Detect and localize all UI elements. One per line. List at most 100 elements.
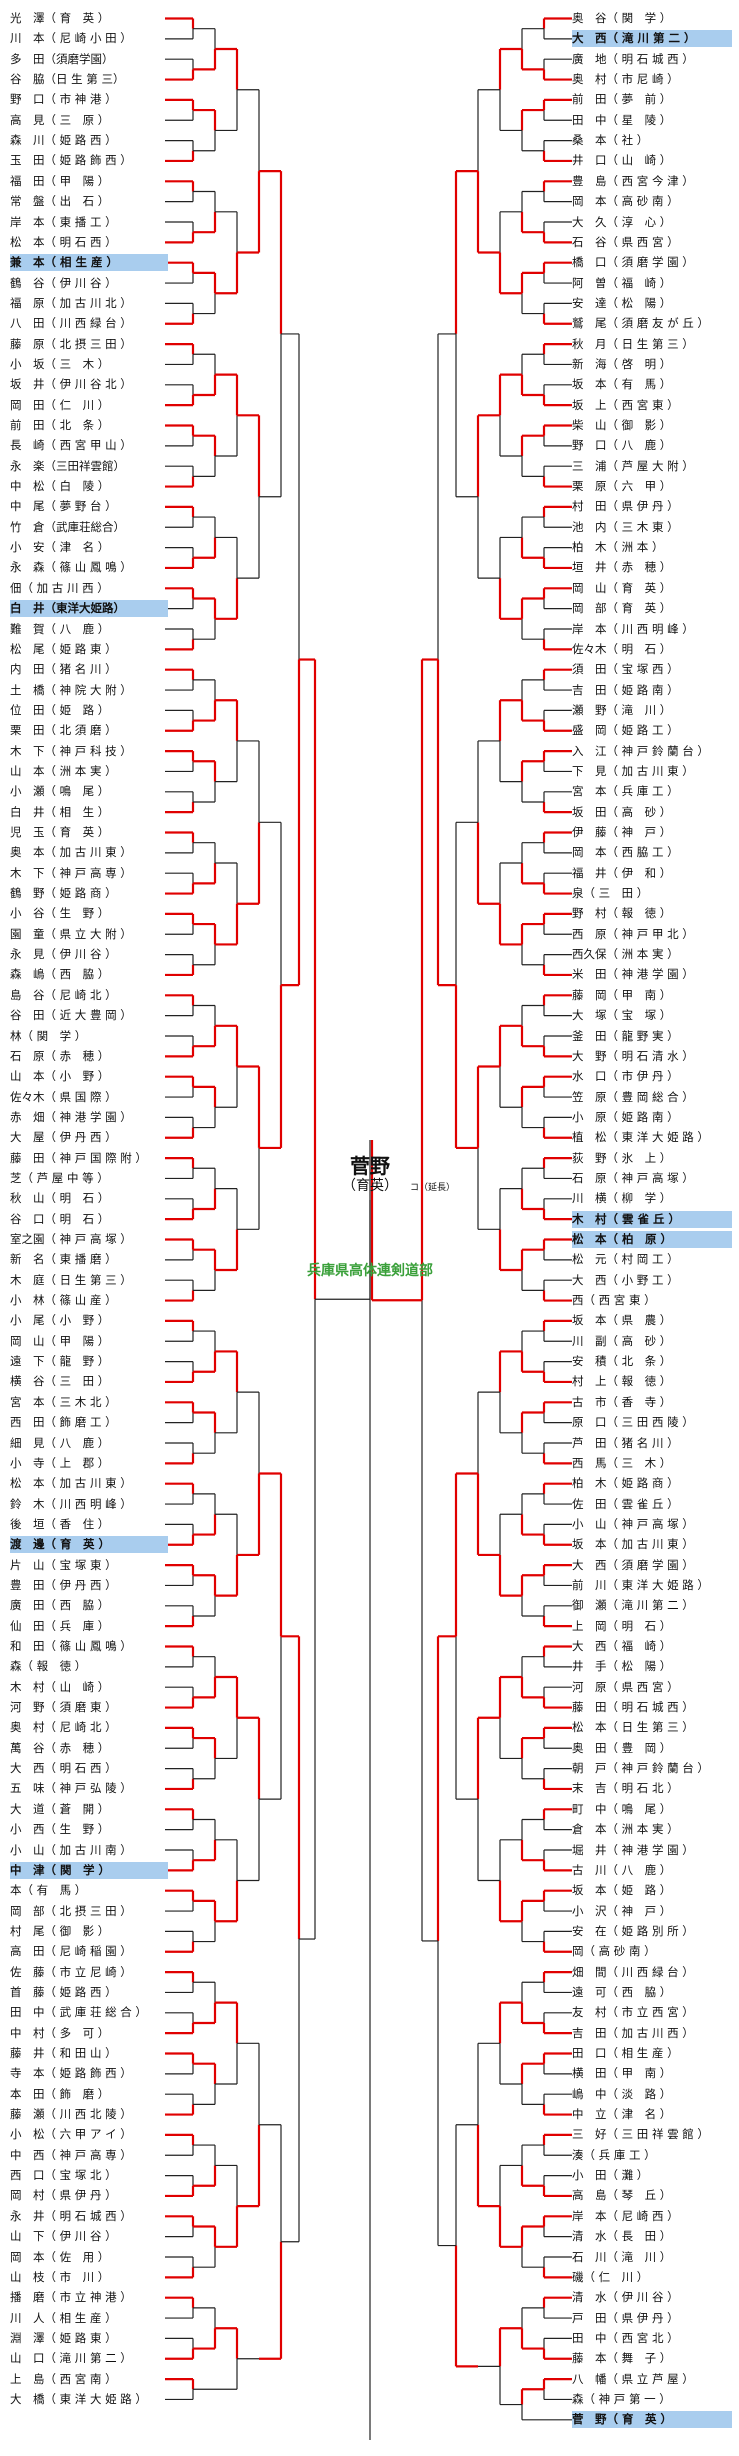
right-entry: 西 馬（ 三 木 ） [572,1455,732,1472]
left-entry: 白 井（東洋大姫路） [10,600,168,618]
player-name: 兼 本 [10,255,45,270]
left-entry: 松 本（ 加 古 川 東 ） [10,1475,168,1492]
left-entry: 多 田（須磨学園） [10,51,168,68]
right-entry: 佐々木（ 明 石 ） [572,641,732,658]
school-name: （ 尼 崎 西 ） [606,2208,679,2223]
left-entry: 木 村（ 山 崎 ） [10,1679,168,1696]
left-entry: 和 田（ 篠 山 鳳 鳴 ） [10,1638,168,1655]
left-entry: 河 野（ 須 磨 東 ） [10,1699,168,1716]
left-entry: 藤 田（ 神 戸 国 際 附 ） [10,1150,168,1167]
right-entry: 原 口（ 三 田 西 陵 ） [572,1414,732,1431]
left-entry: 小 寺（ 上 郡 ） [10,1455,168,1472]
school-name: （ 三 木 東 ） [606,519,679,534]
school-name: （ 兵 庫 工 ） [583,2147,656,2162]
player-name: 大 塚 [572,1008,607,1023]
right-entry: 大 塚（ 宝 塚 ） [572,1007,732,1024]
school-name: （ 夢 野 台 ） [44,499,117,514]
player-name: 遠 可 [572,1984,607,1999]
player-name: 藤 岡 [572,987,607,1002]
school-name: （ 西 脇 工 ） [606,845,679,860]
school-name: （ 和 田 山 ） [44,2046,117,2060]
right-entry: 秋 月（ 日 生 第 三 ） [572,336,732,353]
player-name: 町 中 [572,1801,607,1816]
player-name: 岡 本 [10,2249,45,2264]
right-entry: 岡 本（ 西 脇 工 ） [572,844,732,861]
school-name: （ 三 木 ） [44,356,110,371]
player-name: 鶴 野 [10,886,45,901]
player-name: 中 西 [10,2147,45,2162]
right-entry: 廣 地（ 明 石 城 西 ） [572,51,732,68]
left-entry: 岸 本（ 東 播 工 ） [10,214,168,231]
right-entry: 中 立（ 津 名 ） [572,2106,732,2123]
school-name: （ 津 名 ） [606,2107,672,2122]
right-entry: 高 島（ 琴 丘 ） [572,2187,732,2204]
right-entry: 柏 木（ 洲 本 ） [572,539,732,556]
school-name: （ 淡 路 ） [606,2086,672,2101]
school-name: （ 神 戸 ） [606,825,672,839]
school-name: （ 松 陽 ） [606,295,672,310]
school-name: （ 神 戸 鈴 蘭 台 ） [606,1761,709,1776]
right-entry: 吉 田（ 姫 路 南 ） [572,682,732,699]
player-name: 永 森 [10,560,45,575]
player-name: 湊 [572,2147,584,2162]
player-name: 永 見 [10,947,45,962]
left-entry: 中 尾（ 夢 野 台 ） [10,498,168,515]
player-name: 岸 本 [572,621,607,636]
player-name: 児 玉 [10,825,45,839]
right-entry: 鷲 尾（ 須 磨 友 が 丘 ） [572,315,732,332]
left-entry: 中 津（ 関 学 ） [10,1861,168,1879]
school-name: （ 加 古 川 東 ） [44,1476,132,1491]
left-entry: 仙 田（ 兵 庫 ） [10,1618,168,1635]
left-entry: 玉 田（ 姫 路 飾 西 ） [10,152,168,169]
player-name: 林 [10,1028,22,1043]
player-name: 渡 邊 [10,1537,45,1552]
right-entry: 井 口（ 山 崎 ） [572,152,732,169]
school-name: （ 尼 崎 北 ） [44,987,117,1002]
left-entry: 淵 澤（ 姫 路 東 ） [10,2330,168,2347]
right-entry: 村 上（ 報 徳 ） [572,1373,732,1390]
player-name: 田 口 [572,2046,607,2060]
school-name: （ 姫 路 東 ） [44,641,117,656]
right-entry: 橋 口（ 須 磨 学 園 ） [572,254,732,271]
school-name: （ 松 陽 ） [606,1659,672,1674]
school-name: （ 報 徳 ） [606,1374,672,1389]
left-entry: 木 下（ 神 戸 科 技 ） [10,743,168,760]
player-name: 菅 野 [572,2412,607,2427]
left-entry: 谷 田（ 近 大 豊 岡 ） [10,1007,168,1024]
left-entry: 土 橋（ 神 院 大 附 ） [10,682,168,699]
left-entry: 五 味（ 神 戸 弘 陵 ） [10,1780,168,1797]
left-entry: 佃（ 加 古 川 西 ） [10,580,168,597]
player-name: 松 本 [572,1232,607,1246]
player-name: 永 井 [10,2208,45,2223]
player-name: 岡 村 [10,2188,45,2203]
left-entry: 高 田（ 尼 崎 稲 園 ） [10,1943,168,1960]
left-entry: 福 原（ 加 古 川 北 ） [10,295,168,312]
school-name: （ 神 戸 鈴 蘭 台 ） [606,743,709,758]
school-name: （ 高 砂 ） [606,804,672,819]
right-entry: 御 瀬（ 滝 川 第 二 ） [572,1597,732,1614]
left-entry: 福 田（ 甲 陽 ） [10,173,168,190]
player-name: 小 山 [572,1516,607,1531]
school-name: （ 県 立 芦 屋 ） [606,2371,694,2386]
right-entry: 奥 谷（ 関 学 ） [572,10,732,27]
left-entry: 鶴 谷（ 伊 川 谷 ） [10,275,168,292]
player-name: 佐々木 [10,1089,45,1104]
player-name: 竹 倉 [10,519,45,534]
school-name: （ 東 洋 大 姫 路 ） [606,1577,709,1592]
player-name: 堀 井 [572,1842,607,1857]
player-name: 佐 田 [572,1496,607,1511]
school-name: （ 川 西 明 峰 ） [606,621,694,636]
left-entry: 岡 本（ 佐 用 ） [10,2249,168,2266]
right-entry: 遠 可（ 西 脇 ） [572,1984,732,2001]
left-entry: 中 松（ 白 陵 ） [10,478,168,495]
player-name: 水 口 [572,1069,607,1084]
school-name: （ 市 立 西 宮 ） [606,2005,694,2020]
school-name: （ 西 宮 南 ） [44,2371,117,2386]
school-name: （ 甲 陽 ） [44,173,110,188]
school-name: （ 仁 川 ） [583,2269,649,2284]
school-name: （ 夢 前 ） [606,92,672,107]
player-name: 伊 藤 [572,825,607,839]
player-name: 柴 山 [572,418,607,432]
school-name: （ 西 宮 今 津 ） [606,173,694,188]
left-entry: 森（ 報 徳 ） [10,1658,168,1675]
